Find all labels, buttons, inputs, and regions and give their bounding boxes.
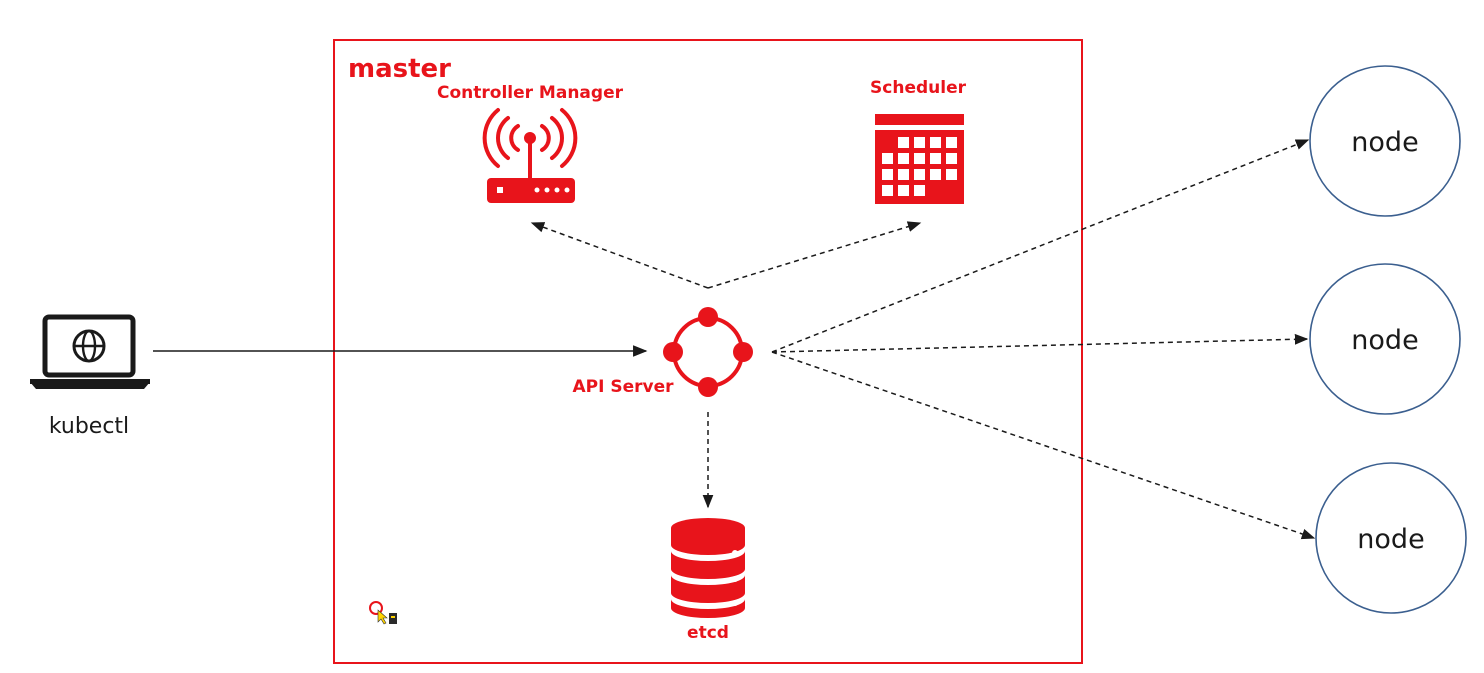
node-3-label: node — [1357, 524, 1424, 555]
calendar-cell — [914, 137, 925, 148]
calendar-cell — [898, 185, 909, 196]
node-3: node — [1315, 462, 1467, 614]
calendar-cell — [946, 137, 957, 148]
calendar-cell — [930, 153, 941, 164]
calendar-cell — [930, 169, 941, 180]
calendar-icon — [875, 114, 964, 204]
node-2-label: node — [1351, 325, 1418, 356]
calendar-cell — [898, 169, 909, 180]
controller-manager-label: Controller Manager — [437, 83, 624, 103]
arrow-api-to-node-2 — [771, 333, 1309, 353]
calendar-cell — [914, 153, 925, 164]
laptop-globe-icon — [30, 314, 150, 389]
arrow-api-to-controller — [530, 222, 709, 289]
calendar-cell — [930, 137, 941, 148]
wifi-router-icon — [482, 108, 578, 203]
arrow-api-to-node-1 — [771, 139, 1310, 353]
cursor-icon — [369, 601, 397, 625]
calendar-cell — [898, 137, 909, 148]
arrow-api-to-node-3 — [771, 351, 1316, 540]
calendar-cell — [882, 169, 893, 180]
scheduler-label: Scheduler — [870, 78, 967, 98]
calendar-cell — [946, 153, 957, 164]
etcd-label: etcd — [687, 623, 729, 643]
node-2: node — [1309, 263, 1461, 415]
calendar-cell — [914, 185, 925, 196]
api-server-ring-icon — [663, 307, 753, 397]
master-label: master — [348, 54, 451, 84]
database-icon — [671, 518, 745, 618]
node-1: node — [1309, 65, 1461, 217]
arrow-api-to-scheduler — [707, 221, 922, 289]
calendar-cell — [882, 185, 893, 196]
kubectl-label: kubectl — [49, 414, 129, 439]
api-server-label: API Server — [572, 377, 674, 397]
node-1-label: node — [1351, 127, 1418, 158]
calendar-cell — [914, 169, 925, 180]
calendar-cell — [946, 169, 957, 180]
calendar-cell — [882, 153, 893, 164]
calendar-cell — [898, 153, 909, 164]
